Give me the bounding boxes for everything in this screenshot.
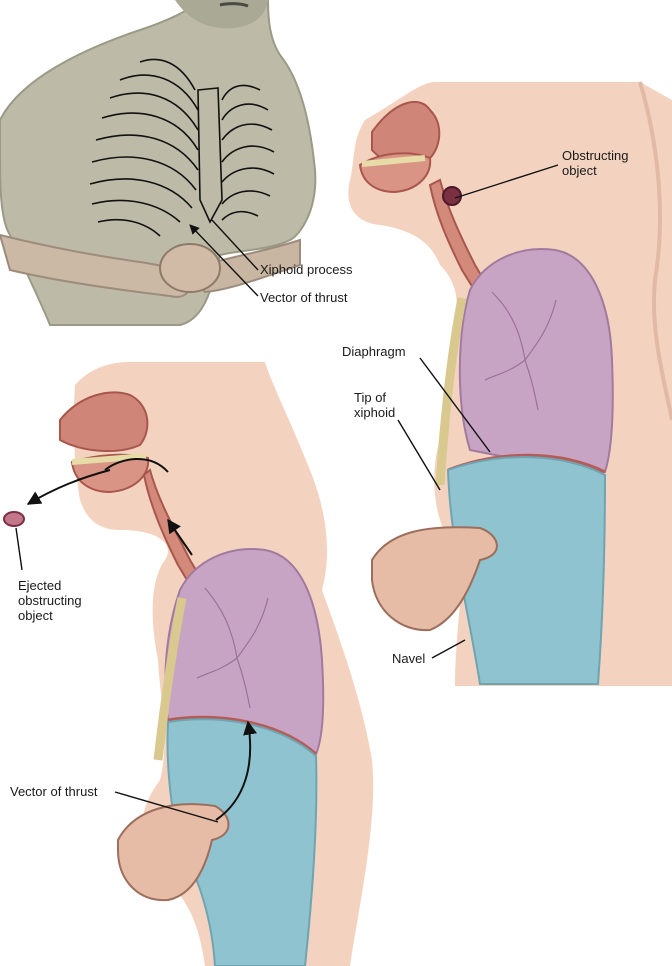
spine-3 xyxy=(153,597,187,761)
spine-2 xyxy=(435,297,467,486)
thrust-arrow-curve xyxy=(215,720,257,821)
head-chin xyxy=(175,0,268,29)
obstructed-airway-panel xyxy=(348,81,672,686)
fist-3 xyxy=(117,803,230,902)
label-ejected-line2: obstructing xyxy=(18,593,82,608)
clasped-hands xyxy=(159,243,221,293)
tongue-3 xyxy=(70,453,150,494)
lung-2 xyxy=(458,248,614,474)
teeth-2 xyxy=(361,155,426,167)
label-navel: Navel xyxy=(392,651,426,666)
nasal-cavity-3 xyxy=(59,391,149,453)
leader-tip-of-xiphoid xyxy=(397,419,441,491)
leader-ejected xyxy=(15,527,23,571)
label-diaphragm: Diaphragm xyxy=(342,344,406,359)
obstructing-object-2 xyxy=(442,186,462,206)
label-vector-of-thrust-bottom: Vector of thrust xyxy=(10,784,98,799)
bronchi-3 xyxy=(196,587,269,709)
label-tip-of-xiphoid-line2: xiphoid xyxy=(354,405,396,420)
leader-diaphragm xyxy=(419,357,491,453)
label-ejected-line3: object xyxy=(18,608,53,623)
back-contour-2 xyxy=(638,81,672,421)
ejection-panel xyxy=(3,362,374,966)
label-obstructing-object-line1: Obstructing xyxy=(562,148,629,163)
label-vector-of-thrust-top: Vector of thrust xyxy=(260,290,348,305)
ejected-object xyxy=(3,511,25,527)
leader-navel xyxy=(431,639,466,659)
label-ejected-line1: Ejected xyxy=(18,578,62,593)
rib-cage xyxy=(89,58,275,237)
airflow-arrow-mouth xyxy=(104,457,169,473)
ejection-arrow xyxy=(26,469,111,505)
label-xiphoid-process: Xiphoid process xyxy=(260,262,353,277)
leader-xiphoid-process xyxy=(211,219,259,271)
leader-vector-top xyxy=(189,224,259,297)
leader-vector-bottom xyxy=(114,791,219,823)
mouth xyxy=(219,2,249,8)
teeth-3 xyxy=(71,453,147,465)
leader-lines xyxy=(15,164,559,823)
sternum xyxy=(197,87,223,224)
bronchi-2 xyxy=(484,291,557,411)
fist-2 xyxy=(371,526,498,632)
torso-panel xyxy=(0,0,317,326)
label-obstructing-object-line2: object xyxy=(562,163,597,178)
label-tip-of-xiphoid-line1: Tip of xyxy=(354,390,387,405)
leader-obstructing-object xyxy=(454,164,559,199)
airflow-arrow-up xyxy=(167,518,193,556)
